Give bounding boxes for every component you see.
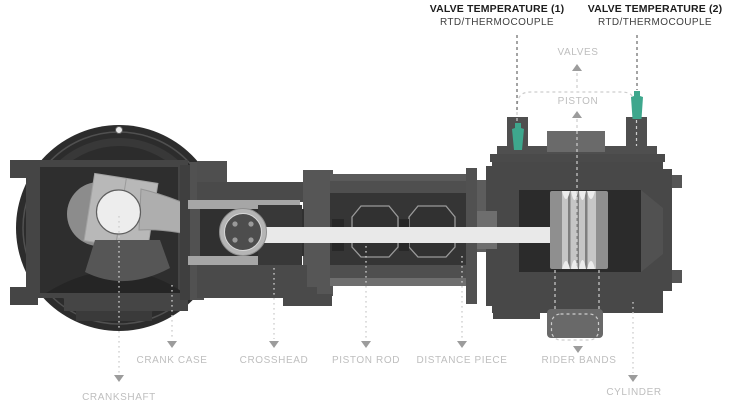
arrow-up-piston-icon: [572, 111, 582, 118]
annotation-valve-temperature-2: VALVE TEMPERATURE (2) RTD/THERMOCOUPLE: [588, 3, 723, 29]
valve-temperature-sensor-2: [631, 91, 643, 119]
counterweight: [85, 240, 170, 282]
label-piston: PISTON: [557, 96, 599, 107]
piston-body: [550, 191, 608, 269]
bottom-valve-cap: [547, 309, 603, 341]
label-cylinder: CYLINDER: [606, 387, 662, 398]
annotation-valve-temperature-1-title: VALVE TEMPERATURE (1): [429, 3, 565, 15]
arrow-up-valves-icon: [572, 64, 582, 71]
label-rider-bands: RIDER BANDS: [541, 355, 617, 366]
guide-rail-top: [188, 200, 300, 209]
flywheel-bolt: [115, 126, 123, 134]
valve-temperature-sensor-1: [512, 123, 524, 150]
head-pocket: [641, 190, 663, 272]
annotation-valve-temperature-1: VALVE TEMPERATURE (1) RTD/THERMOCOUPLE: [430, 3, 565, 29]
label-crankshaft: CRANKSHAFT: [82, 392, 156, 403]
guide-rail-bottom: [188, 256, 300, 265]
annotation-valve-temperature-1-subtitle: RTD/THERMOCOUPLE: [439, 17, 554, 28]
head-bolt-bottom: [672, 270, 682, 283]
arrow-down-crankshaft-icon: [114, 375, 124, 382]
annotation-valve-temperature-2-subtitle: RTD/THERMOCOUPLE: [597, 17, 712, 28]
arrow-down-cylinder-icon: [628, 375, 638, 382]
arrow-down-distance-piece-icon: [457, 341, 467, 348]
label-crank-case: CRANK CASE: [136, 355, 208, 366]
label-valves: VALVES: [557, 47, 599, 58]
piston-cover-block: [547, 131, 605, 152]
label-distance-piece: DISTANCE PIECE: [416, 355, 508, 366]
cylinder-head-top: [507, 117, 647, 152]
arrow-down-piston-rod-icon: [361, 341, 371, 348]
label-piston-rod: PISTON ROD: [331, 355, 401, 366]
arrow-down-rider-bands-icon: [573, 346, 583, 353]
arrow-down-crank-case-icon: [167, 341, 177, 348]
crankshaft-pin: [95, 189, 142, 235]
callout-connector-valves: [516, 91, 634, 111]
piston-rod-bar: [256, 219, 552, 251]
arrow-down-crosshead-icon: [269, 341, 279, 348]
head-bolt-top: [672, 175, 682, 188]
crosshead-pin: [219, 208, 267, 256]
callouts: [114, 35, 638, 382]
annotation-valve-temperature-2-title: VALVE TEMPERATURE (2): [587, 3, 723, 15]
label-crosshead: CROSSHEAD: [239, 355, 309, 366]
